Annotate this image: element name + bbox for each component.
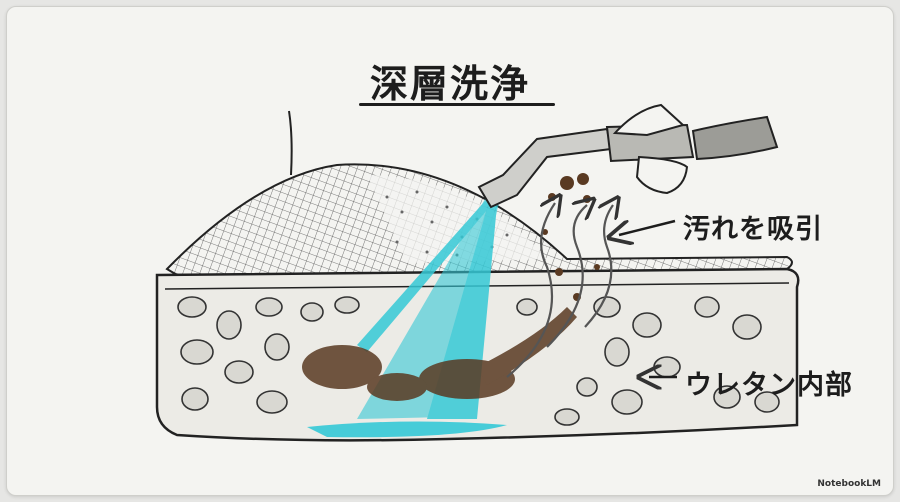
water-pool bbox=[307, 421, 507, 438]
mattress-cleaning-illustration bbox=[155, 103, 800, 442]
suction-label-arrow-icon bbox=[619, 219, 676, 235]
hand-icon bbox=[612, 103, 686, 137]
urethane-foam-cells bbox=[177, 296, 780, 426]
dirt-clumps bbox=[302, 307, 577, 401]
suction-label: 汚れを吸引 bbox=[683, 214, 823, 245]
page-title: 深層洗浄 bbox=[369, 62, 530, 106]
title-underline bbox=[359, 103, 555, 106]
illustration-frame: 深層洗浄 汚れを吸引 ウレタン内部 NotebookLM bbox=[6, 6, 894, 496]
bed-frame-line bbox=[288, 110, 293, 176]
urethane-inside-label: ウレタン内部 bbox=[685, 370, 853, 401]
watermark: NotebookLM bbox=[817, 479, 881, 489]
suction-arrows bbox=[506, 203, 613, 378]
